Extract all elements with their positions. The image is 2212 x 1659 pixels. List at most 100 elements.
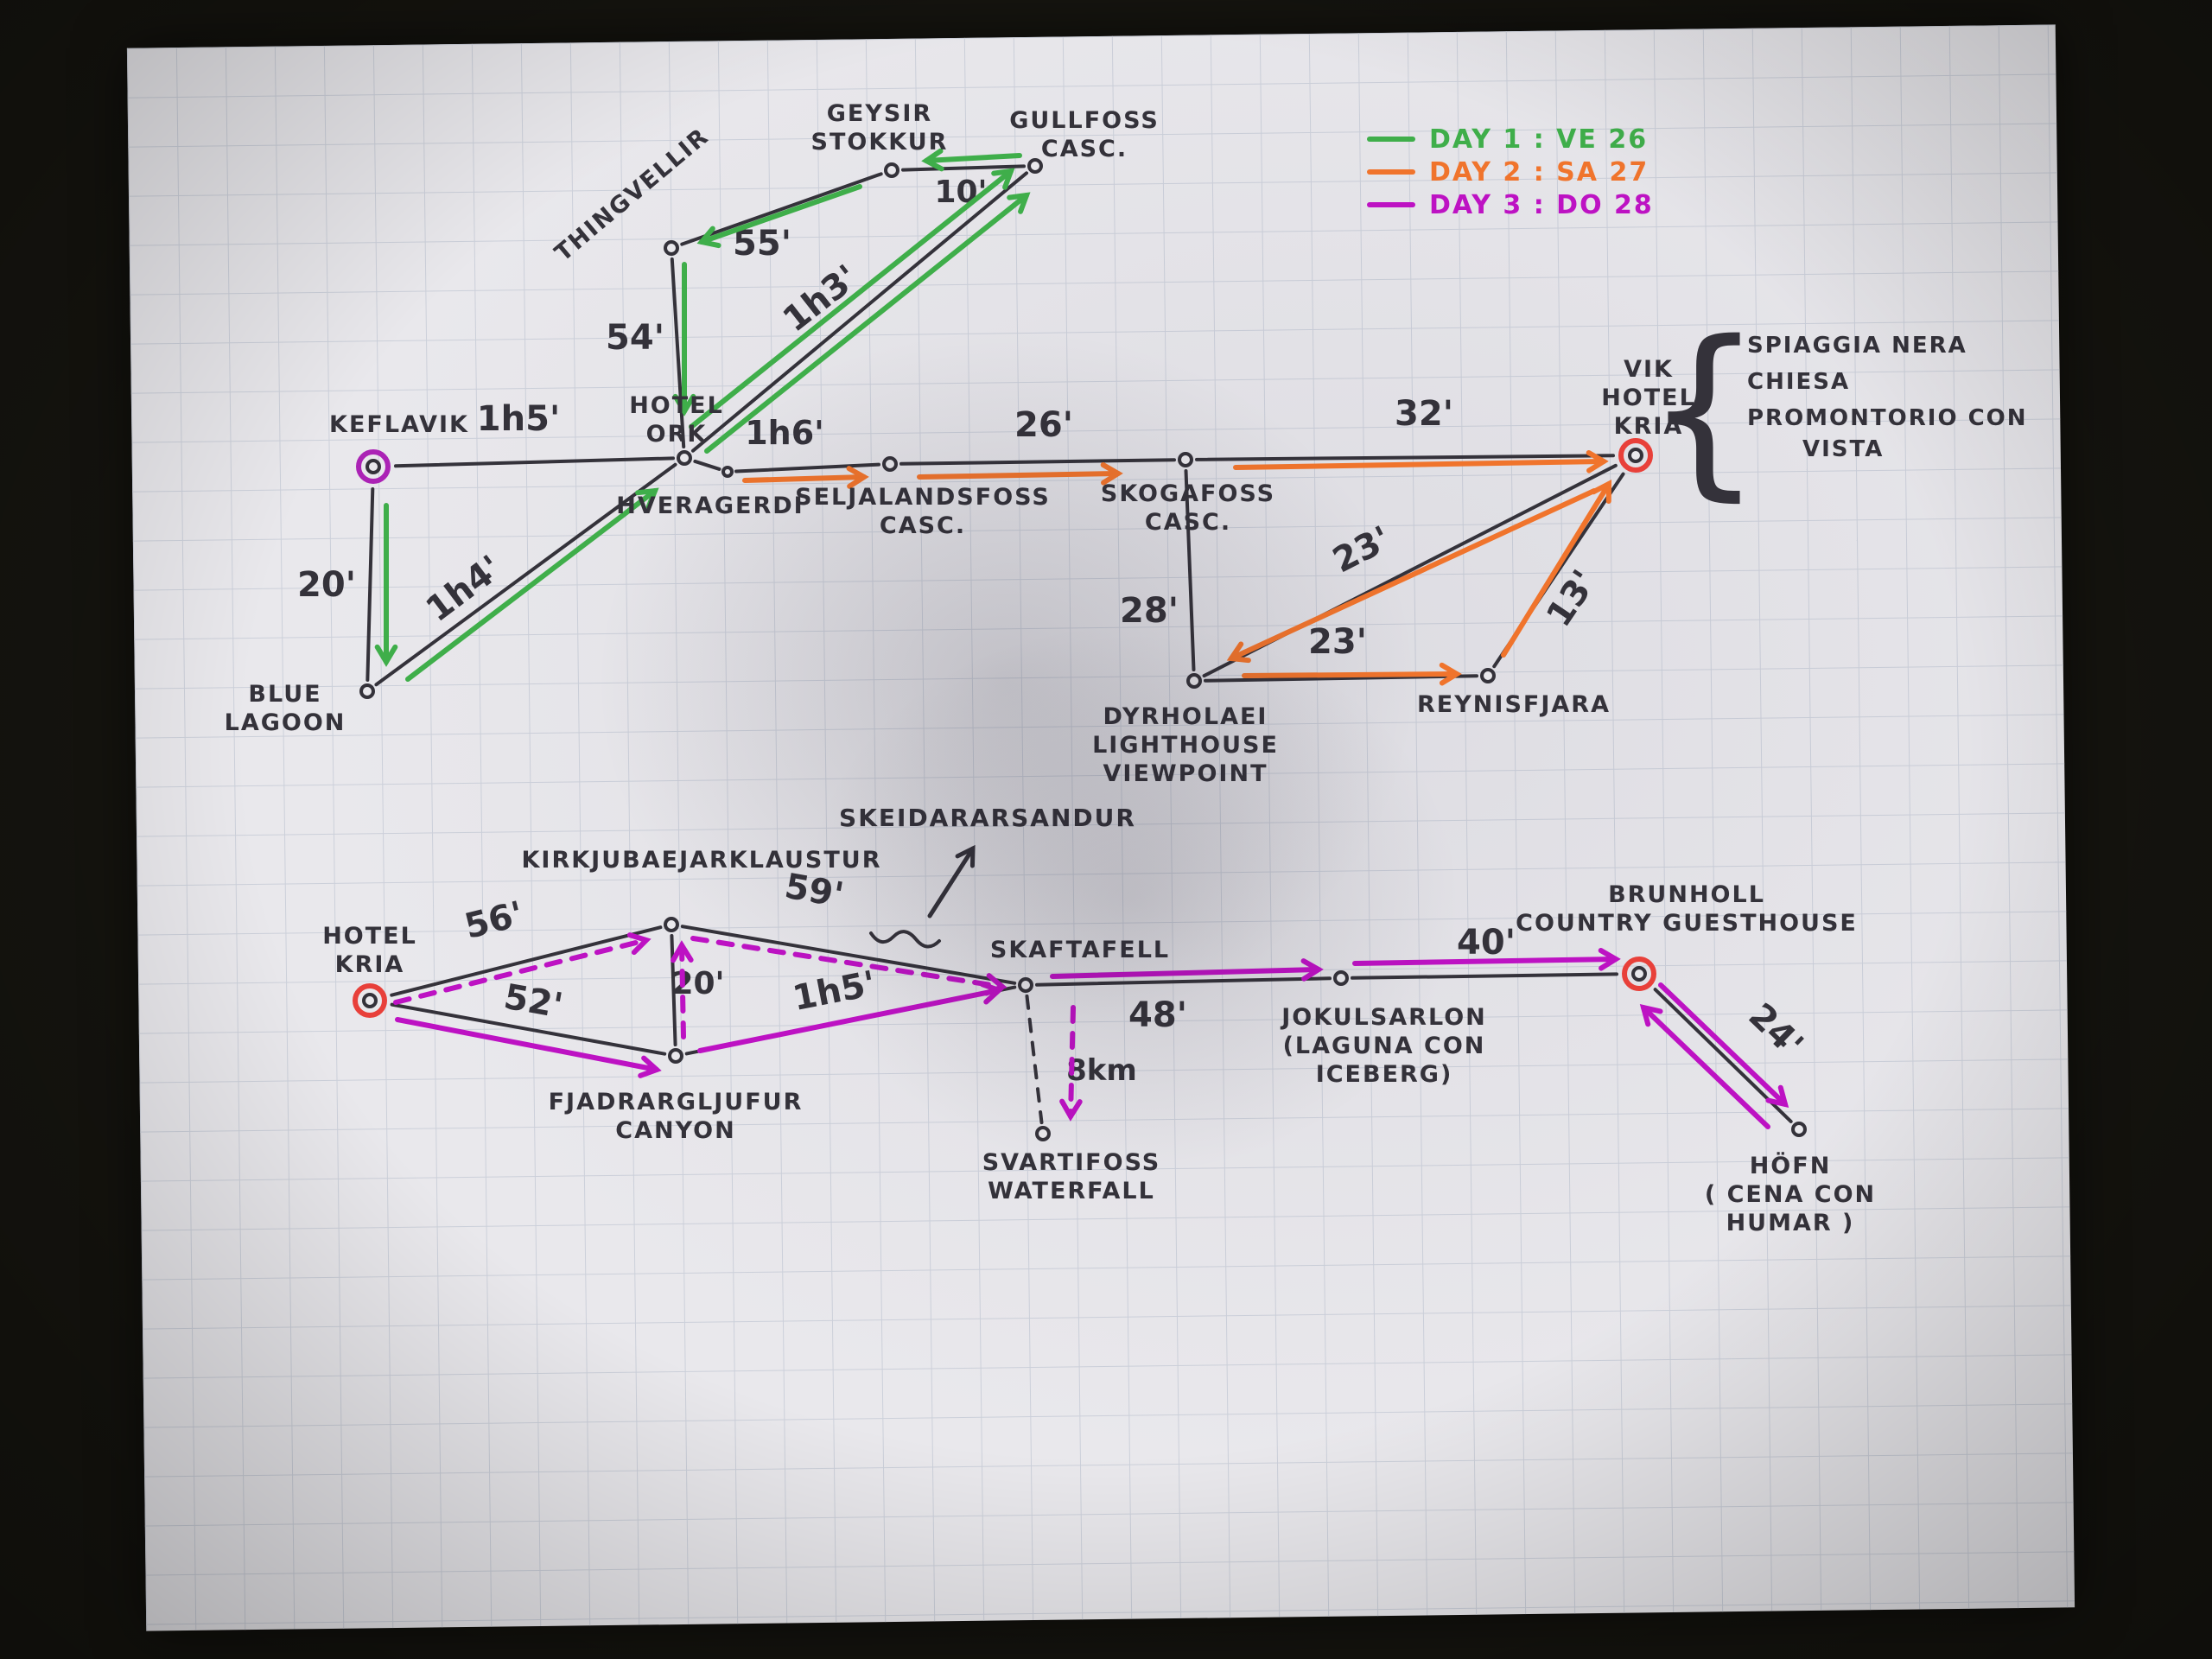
arrowhead-icon [1765,1084,1789,1109]
arrowhead-icon [955,844,976,868]
vik-notes-brace: { [1645,301,1764,518]
travel-time-label: 55' [733,224,791,264]
node-hotel-ork [677,450,692,466]
arrowhead-icon [846,466,869,489]
node-skogafoss [1178,452,1193,467]
road-kirkjubaejarklaustur--fjadrargljufur [670,933,677,1047]
arrowhead-icon [1300,958,1324,982]
travel-time-label: 1h5' [477,399,560,439]
legend: DAY 1 : VE 26 DAY 2 : SA 27 DAY 3 : DO 2… [1367,123,1654,221]
day1-label: DAY 1 : VE 26 [1429,124,1649,155]
route-arrow-day1 [704,193,1029,454]
node-label-reynisfjara: REYNISFJARA [1417,691,1611,718]
travel-time-label: 1h6' [745,414,824,452]
arrowhead-icon [1639,1003,1663,1027]
node-keflavik [365,459,381,474]
road-hotel-kria--fjadrargljufur [390,1002,667,1056]
travel-time-label: 56' [461,894,527,947]
arrowhead-icon [672,393,696,416]
annotation-text: PROMONTORIO CON [1747,405,2028,431]
day3-label: DAY 3 : DO 28 [1429,189,1654,220]
road-skogafoss--dyrholaei [1184,468,1196,672]
travel-time-label: 26' [1014,405,1073,445]
node-thingvellir [664,240,679,256]
day3-color-dash [1367,202,1415,207]
travel-time-label: 13' [1539,563,1605,634]
node-reynisfjara [1480,668,1496,683]
travel-time-label: 54' [606,318,664,358]
road-skaftafell--jokulsarlon [1034,976,1332,987]
route-arrow-day3 [690,936,1005,989]
node-label-thingvellir: THINGVELLIR [550,123,714,267]
route-arrow-day2 [1233,459,1606,470]
travel-time-label: 59' [782,867,847,916]
route-arrow-day2 [917,471,1121,480]
legend-item-day2: DAY 2 : SA 27 [1367,156,1654,188]
travel-time-label: 52' [501,977,566,1027]
arrowhead-icon [696,226,721,249]
route-arrow-day1 [689,168,1014,429]
travel-time-label: 8km [1066,1053,1137,1088]
day1-color-dash [1367,137,1415,142]
travel-time-label: 23' [1308,622,1367,662]
route-arrow-day1 [405,488,658,682]
node-ring-vik-hotel-kria [1618,438,1653,473]
node-svartifoss [1035,1126,1051,1141]
node-gullfoss [1027,158,1043,174]
road-keflavik--hotel-ork [393,456,676,468]
route-arrow-day3 [1658,982,1788,1107]
node-ring-keflavik [356,449,391,484]
day2-label: DAY 2 : SA 27 [1429,156,1649,188]
arrowhead-icon [1598,947,1621,971]
road-geysir-stokkur--gullfoss [900,164,1027,172]
arrowhead-icon [1007,192,1031,214]
node-label-keflavik: KEFLAVIK [329,411,469,438]
arrowhead-icon [921,148,944,172]
road-hotel-ork--gullfoss [690,171,1029,453]
travel-time-label: 28' [1120,591,1179,631]
arrowhead-icon [1100,461,1123,486]
route-arrow-day2 [1501,481,1611,658]
travel-time-label: 32' [1395,394,1453,434]
arrowhead-icon [980,982,1004,1005]
travel-time-label: 48' [1128,995,1187,1035]
travel-time-label: 1h5' [790,963,879,1019]
road-hotel-ork--hveragerdi [693,459,721,471]
route-arrow-day2 [742,474,867,483]
arrowhead-icon [671,940,694,963]
road-blue-lagoon--hotel-ork [374,462,677,687]
sandur-squiggle [869,930,941,949]
node-hofn [1791,1122,1807,1137]
arrowhead-icon [638,1055,662,1078]
arrowhead-icon [1439,662,1462,686]
route-arrow-day1 [699,184,862,245]
legend-item-day1: DAY 1 : VE 26 [1367,123,1654,156]
arrowhead-icon [991,168,1015,190]
route-arrow-day3 [1068,1005,1076,1119]
route-arrow-day2 [1242,671,1459,678]
arrowhead-icon [626,932,652,956]
route-arrow-day3 [1050,967,1321,979]
travel-time-label: 20' [297,565,356,605]
node-fjadrargljufur [668,1048,683,1064]
arrowhead-icon [1059,1098,1083,1122]
road-skaftafell--svartifoss [1025,994,1044,1125]
route-arrow-day3 [395,1017,659,1072]
node-dyrholaei [1186,673,1202,689]
node-ring-brunholl [1622,957,1656,991]
arrowhead-icon [1591,480,1612,504]
route-arrow-day3 [679,943,686,1039]
node-hotel-kria [362,993,378,1008]
node-seljalandsfoss [882,456,898,472]
node-vik-hotel-kria [1628,448,1643,463]
road-hotel-kria--kirkjubaejarklaustur [390,925,663,997]
node-kirkjubaejarklaustur [664,917,679,932]
arrowhead-icon [374,644,398,667]
